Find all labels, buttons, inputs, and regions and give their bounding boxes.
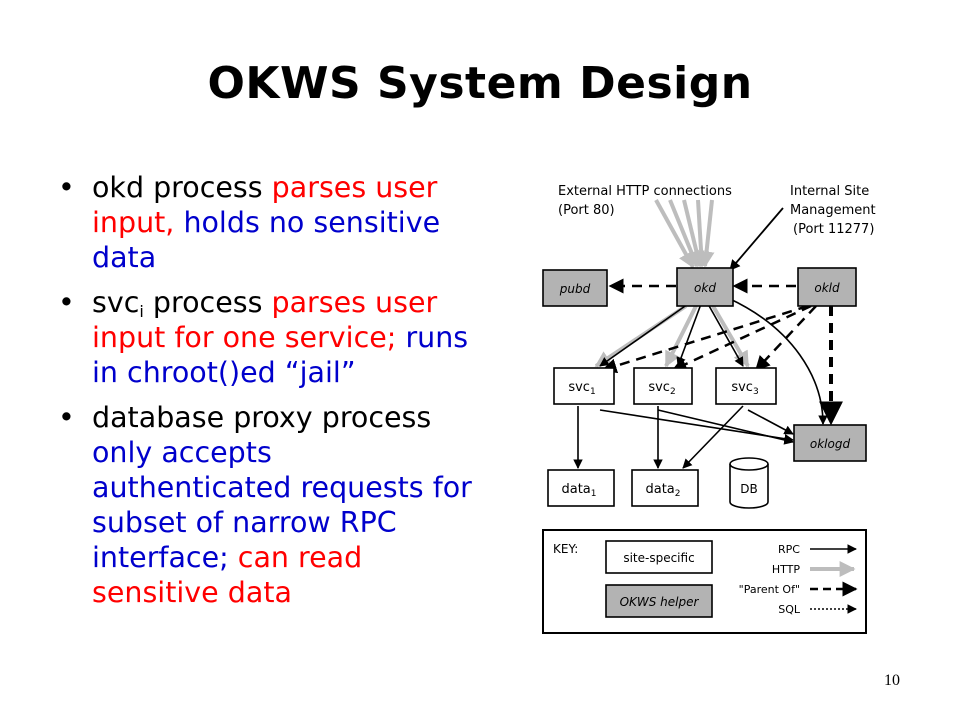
bullet-subscript: i: [139, 302, 144, 321]
node-db: DB: [729, 457, 769, 509]
http-arrow: [664, 305, 698, 368]
svg-text:svc2: svc2: [648, 380, 675, 397]
http-arrow: [698, 199, 715, 268]
node-okld: okld: [797, 267, 857, 307]
legend-rpc-label: RPC: [778, 543, 800, 556]
rpc-arrow: [676, 303, 702, 367]
bullet-dot: •: [58, 171, 75, 204]
node-label: svc: [731, 380, 753, 395]
node-subscript: 3: [753, 387, 759, 397]
node-label: okld: [814, 281, 840, 295]
svg-text:svc1: svc1: [568, 380, 595, 397]
node-subscript: 1: [591, 489, 597, 499]
external-connections-label: External HTTP connections: [558, 184, 732, 199]
internal-site-label: Internal Site: [790, 184, 869, 199]
legend-http-label: HTTP: [772, 563, 801, 576]
legend-title: KEY:: [553, 542, 578, 556]
bullet-text-segment: svc: [92, 286, 140, 319]
okws-architecture-diagram: External HTTP connections (Port 80) Inte…: [542, 184, 876, 634]
node-svc3: svc3: [715, 367, 777, 405]
rpc-arrows: [573, 297, 828, 469]
node-label: data: [645, 482, 674, 497]
bullet-dot: •: [58, 401, 75, 434]
parent-of-arrow: [601, 304, 809, 374]
node-pubd: pubd: [542, 269, 608, 307]
node-subscript: 2: [675, 489, 681, 499]
page-number: 10: [884, 672, 900, 689]
node-label: svc: [568, 380, 590, 395]
node-oklogd: oklogd: [793, 424, 867, 462]
svg-text:svc3: svc3: [731, 380, 758, 397]
node-svc1: svc1: [553, 367, 615, 405]
rpc-arrow: [727, 297, 828, 425]
http-arrow: [711, 304, 750, 368]
node-label: svc: [648, 380, 670, 395]
legend-site-specific-box: [605, 540, 713, 574]
node-data1: data1: [547, 469, 615, 507]
management-rpc-arrow: [729, 207, 784, 271]
legend-helper-box: [605, 584, 713, 618]
bullet-text-segment: parses user input,: [92, 171, 438, 239]
rpc-arrow: [682, 405, 744, 469]
management-label: Management: [790, 203, 876, 218]
legend-key: KEY: site-specific OKWS helper RPC HTTP …: [542, 529, 867, 634]
bullet-text-segment: holds no sensitive data: [92, 206, 441, 274]
node-label: data: [561, 482, 590, 497]
node-subscript: 1: [590, 387, 596, 397]
node-label: oklogd: [810, 437, 851, 451]
bullet-text-segment: process: [143, 286, 272, 319]
svg-text:data2: data2: [645, 482, 680, 499]
bullet-text-segment: parses user input for one service;: [92, 286, 438, 354]
slide-title: OKWS System Design: [207, 58, 753, 109]
rpc-arrow: [747, 409, 794, 435]
node-subscript: 2: [670, 387, 676, 397]
bullet-dot: •: [58, 286, 75, 319]
bullet-text-segment: only accepts authenticated requests for …: [92, 436, 472, 574]
legend-site-specific-label: site-specific: [623, 551, 694, 565]
node-label: okd: [694, 281, 716, 295]
bullet-text-segment: runs in chroot()ed “jail”: [92, 321, 469, 389]
management-port-label: (Port 11277): [793, 222, 874, 237]
node-label: pubd: [559, 282, 591, 296]
bullet-item: • database proxy process only accepts au…: [58, 400, 478, 610]
bullet-text-segment: okd process: [92, 171, 272, 204]
node-okd: okd: [676, 267, 734, 307]
rpc-arrow: [707, 303, 744, 367]
bullet-list: • okd process parses user input, holds n…: [58, 170, 478, 620]
node-svc2: svc2: [633, 367, 693, 405]
node-label: DB: [740, 482, 757, 496]
bullet-text-segment: database proxy process: [92, 401, 432, 434]
external-port-label: (Port 80): [558, 203, 615, 218]
bullet-text-segment: can read sensitive data: [92, 541, 363, 609]
bullet-item: • okd process parses user input, holds n…: [58, 170, 478, 275]
rpc-arrow: [657, 409, 794, 445]
legend-helper-label: OKWS helper: [620, 595, 700, 609]
legend-sql-label: SQL: [778, 603, 801, 616]
legend-parent-of-label: "Parent Of": [739, 583, 800, 596]
parent-of-arrows: [601, 278, 843, 426]
bullet-item: • svci process parses user input for one…: [58, 285, 478, 390]
node-data2: data2: [631, 469, 699, 507]
rpc-arrow: [599, 303, 689, 367]
parent-of-arrow: [671, 304, 812, 372]
svg-text:data1: data1: [561, 482, 596, 499]
